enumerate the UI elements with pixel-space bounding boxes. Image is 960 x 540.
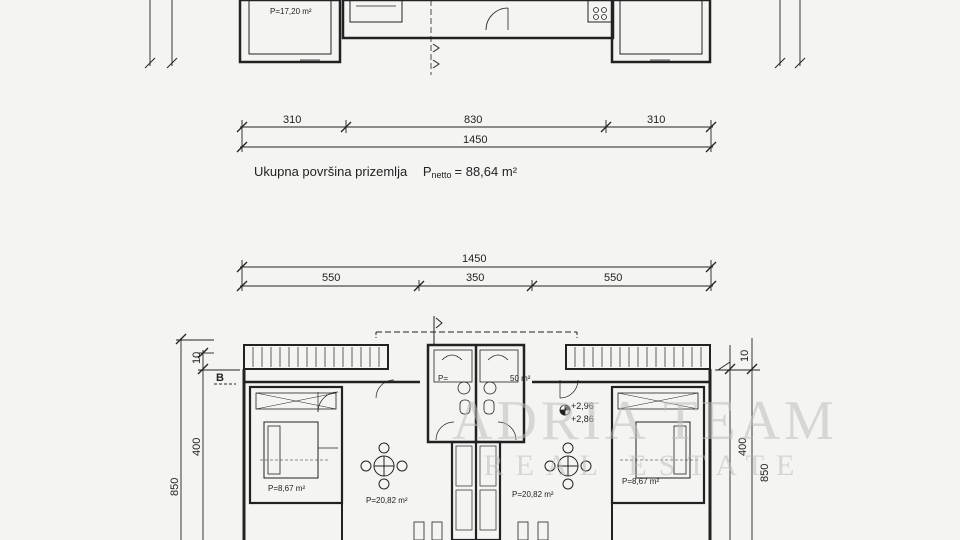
left-dimension-lines <box>175 333 240 540</box>
summary-label: Ukupna površina prizemlja <box>254 164 408 179</box>
area-living-left: P=20,82 m² <box>366 496 408 505</box>
ground-dimension-lines <box>236 120 717 153</box>
first-dimension-lines <box>236 260 717 292</box>
right-dim-850: 850 <box>759 464 771 482</box>
first-dim-middle: 350 <box>466 272 484 284</box>
left-dim-10: 10 <box>191 352 203 364</box>
first-dim-total: 1450 <box>462 253 486 265</box>
ground-dim-right: 310 <box>647 114 665 126</box>
level-upper: +2,96 <box>571 401 594 411</box>
ground-dim-middle: 830 <box>464 114 482 126</box>
stair-treads-right <box>574 347 702 367</box>
area-bedroom-left: P=8,67 m² <box>268 484 305 493</box>
staircase-right <box>565 344 711 370</box>
ground-dim-total: 1450 <box>463 134 487 146</box>
level-lower: +2,86 <box>571 414 594 424</box>
area-bath-right: 50 m² <box>510 374 531 383</box>
section-mark-b: B <box>216 372 224 384</box>
ground-room-area: P=17,20 m² <box>270 7 312 16</box>
ground-dim-left: 310 <box>283 114 301 126</box>
area-bath-left: P= <box>438 374 448 383</box>
area-bedroom-right: P=8,67 m² <box>622 477 659 486</box>
dining-table-left <box>360 442 408 490</box>
right-dimension-lines <box>715 338 760 540</box>
ground-floor-summary: Ukupna površina prizemlja Pnetto = 88,64 … <box>254 164 518 180</box>
dining-table-right <box>544 442 592 490</box>
first-floor-walls <box>242 343 712 540</box>
summary-sub: netto <box>431 170 451 180</box>
ground-floor-plan <box>144 0 806 75</box>
level-marker-icon <box>559 404 571 416</box>
left-dim-400: 400 <box>191 438 203 456</box>
area-living-right: P=20,82 m² <box>512 490 554 499</box>
left-dim-850: 850 <box>169 478 181 496</box>
right-dim-10: 10 <box>739 350 751 362</box>
summary-value: = 88,64 m² <box>455 164 518 179</box>
section-marker-top <box>375 316 578 345</box>
first-dim-right: 550 <box>604 272 622 284</box>
right-dim-400: 400 <box>737 438 749 456</box>
staircase-left <box>243 344 389 370</box>
stair-treads-left <box>252 347 380 367</box>
summary-p: P <box>423 164 432 179</box>
first-dim-left: 550 <box>322 272 340 284</box>
